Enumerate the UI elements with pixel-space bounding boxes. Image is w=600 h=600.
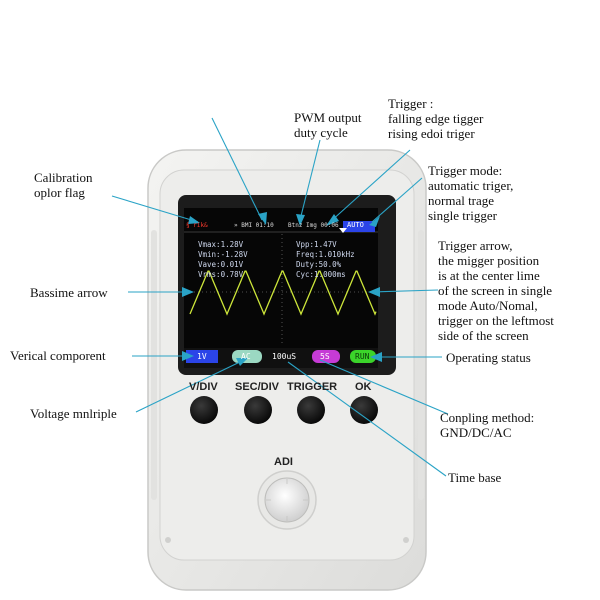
annotation-pwm-line: PWM output — [294, 110, 362, 125]
annotation-trigger-mode: Trigger mode: automatic triger, normal t… — [428, 163, 513, 223]
annotation-voltage: Voltage mnlriple — [30, 406, 117, 421]
trigger-mode-text: AUTO — [347, 221, 364, 229]
volt-div-box — [186, 350, 218, 363]
secdiv-label: SEC/DIV — [235, 381, 280, 393]
vdiv-button[interactable] — [190, 396, 218, 424]
adi-knob[interactable] — [264, 477, 310, 523]
annotation-trigger-arrow: Trigger arrow, the migger position is at… — [438, 238, 554, 343]
calibration-flag-text: § rik& — [186, 222, 208, 229]
left-rib — [151, 230, 157, 500]
left-readings: Vmax:1.28V Vmin:-1.28V Vave:0.01V Vrms:0… — [198, 240, 248, 280]
annotation-vertical: Verical comporent — [10, 348, 106, 363]
reading-freq: Freq:1.010kHz — [296, 250, 355, 259]
annotation-operating: Operating status — [446, 350, 531, 365]
annotation-coupling-line: Conpling method: — [440, 410, 535, 425]
annotation-trigger-line: Trigger : — [388, 96, 434, 111]
pwm-readout: » BMI 01:10 — [234, 222, 274, 229]
reading-vrms: Vrms:0.78V — [198, 270, 244, 279]
annotation-pwm-line: duty cycle — [294, 125, 348, 140]
reading-vmax: Vmax:1.28V — [198, 240, 244, 249]
annotation-trigger-line: falling edge tigger — [388, 111, 484, 126]
screw — [403, 537, 409, 543]
secdiv-button[interactable] — [244, 396, 272, 424]
annotation-trigger-arrow-line: of the screen in single — [438, 283, 553, 298]
annotation-operating-line: Operating status — [446, 350, 531, 365]
reading-vave: Vave:0.01V — [198, 260, 244, 269]
annotation-trigger-arrow-line: Trigger arrow, — [438, 238, 513, 253]
annotation-calibration-line: oplor flag — [34, 185, 85, 200]
reading-vmin: Vmin:-1.28V — [198, 250, 248, 259]
annotation-pwm: PWM output duty cycle — [294, 110, 362, 140]
annotation-timebase: Time base — [448, 470, 501, 485]
annotation-trigger-arrow-line: side of the screen — [438, 328, 529, 343]
ok-button[interactable] — [350, 396, 378, 424]
annotation-coupling-line: GND/DC/AC — [440, 425, 512, 440]
annotation-trigger-arrow-line: mode Auto/Nomal, — [438, 298, 538, 313]
reading-cycle: Cyc:1.000ms — [296, 270, 346, 279]
annotation-baseline-line: Bassime arrow — [30, 285, 108, 300]
annotation-timebase-line: Time base — [448, 470, 502, 485]
annotation-trigger-arrow-line: the migger position — [438, 253, 540, 268]
vdiv-label: V/DIV — [189, 381, 218, 393]
status-text: RUN — [355, 352, 370, 361]
annotation-trigger: Trigger : falling edge tigger rising edo… — [388, 96, 483, 141]
annotation-trigger-arrow-line: is at the center lime — [438, 268, 540, 283]
status-box — [350, 350, 376, 363]
volt-div-text: 1V — [197, 352, 207, 361]
timebase-text: 100uS — [272, 352, 297, 361]
annotation-calibration-line: Calibration — [34, 170, 93, 185]
trigger-mode-box — [343, 221, 375, 232]
annotation-baseline-arrow: Bassime arrow — [30, 285, 108, 300]
waveform-trace — [189, 270, 377, 316]
annotation-coupling: Conpling method: GND/DC/AC — [440, 410, 534, 440]
ok-label: OK — [355, 381, 372, 393]
screw — [165, 537, 171, 543]
annotation-vertical-line: Verical comporent — [10, 348, 106, 363]
right-readings: Vpp:1.47V Freq:1.010kHz Duty:50.0% Cyc:1… — [296, 240, 355, 280]
annotation-trigger-mode-line: automatic triger, — [428, 178, 514, 193]
annotation-trigger-arrow-line: trigger on the leftmost — [438, 313, 554, 328]
adi-label: ADI — [274, 456, 293, 468]
right-rib — [418, 230, 424, 500]
annotation-trigger-mode-line: Trigger mode: — [428, 163, 503, 178]
coupling-text: AC — [241, 352, 251, 361]
reading-duty: Duty:50.0% — [296, 260, 342, 269]
annotation-trigger-mode-line: normal trage — [428, 193, 495, 208]
annotation-voltage-line: Voltage mnlriple — [30, 406, 117, 421]
reading-vpp: Vpp:1.47V — [296, 240, 337, 249]
trigger-slope-box — [312, 350, 340, 363]
annotation-calibration: Calibration oplor flag — [34, 170, 93, 200]
trigger-slope-text: 5S — [320, 352, 330, 361]
annotation-trigger-line: rising edoi triger — [388, 126, 475, 141]
leader-lines — [111, 117, 449, 477]
trigger-label: TRIGGER — [287, 381, 338, 393]
annotation-trigger-mode-line: single trigger — [428, 208, 497, 223]
trigger-readout: Btnz Img 00:06 — [288, 222, 339, 229]
trigger-button[interactable] — [297, 396, 325, 424]
trigger-marker — [339, 228, 347, 233]
